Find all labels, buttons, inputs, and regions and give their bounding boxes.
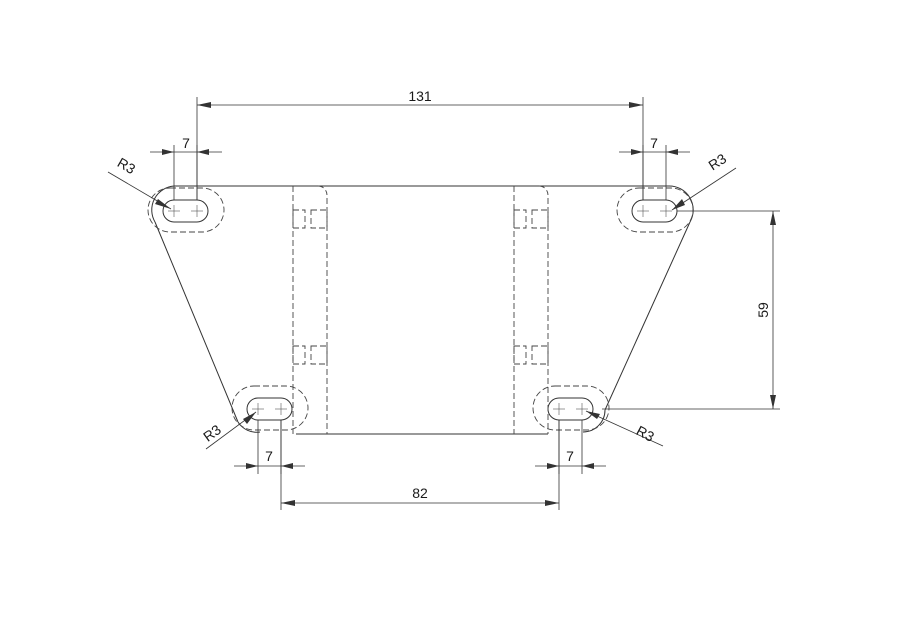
hidden-rail-left bbox=[292, 185, 328, 434]
dimension-height: 59 bbox=[602, 210, 780, 410]
dimension-top-span-label: 131 bbox=[408, 88, 432, 104]
radius-callout-top-right: R3 bbox=[671, 150, 737, 211]
dimension-slot-bottom-right: 7 bbox=[535, 420, 606, 474]
radius-bottom-right-label: R3 bbox=[634, 422, 658, 445]
dimension-slot-bottom-left: 7 bbox=[234, 420, 305, 474]
dimension-slot-top-right: 7 bbox=[619, 135, 690, 200]
slot-top-left bbox=[147, 187, 225, 233]
radius-callout-bottom-right: R3 bbox=[585, 410, 664, 447]
radius-top-left-label: R3 bbox=[115, 154, 139, 177]
radius-callout-top-left: R3 bbox=[107, 154, 172, 210]
radius-bottom-left-label: R3 bbox=[200, 421, 224, 445]
dimension-height-label: 59 bbox=[755, 302, 771, 318]
radius-top-right-label: R3 bbox=[705, 150, 729, 173]
slot-bottom-left bbox=[231, 385, 309, 431]
hidden-rail-right bbox=[513, 185, 549, 434]
dimension-bottom-span-label: 82 bbox=[412, 485, 428, 501]
part-outline bbox=[151, 185, 694, 435]
dimension-slot-top-right-label: 7 bbox=[650, 135, 658, 151]
slot-top-right bbox=[616, 187, 694, 233]
dimension-slot-top-left: 7 bbox=[150, 135, 222, 200]
dimension-slot-bottom-right-label: 7 bbox=[566, 448, 574, 464]
dimension-slot-top-left-label: 7 bbox=[182, 135, 190, 151]
slot-bottom-right bbox=[532, 385, 610, 431]
dimension-top-span: 131 bbox=[196, 88, 644, 200]
dimension-slot-bottom-left-label: 7 bbox=[265, 448, 273, 464]
